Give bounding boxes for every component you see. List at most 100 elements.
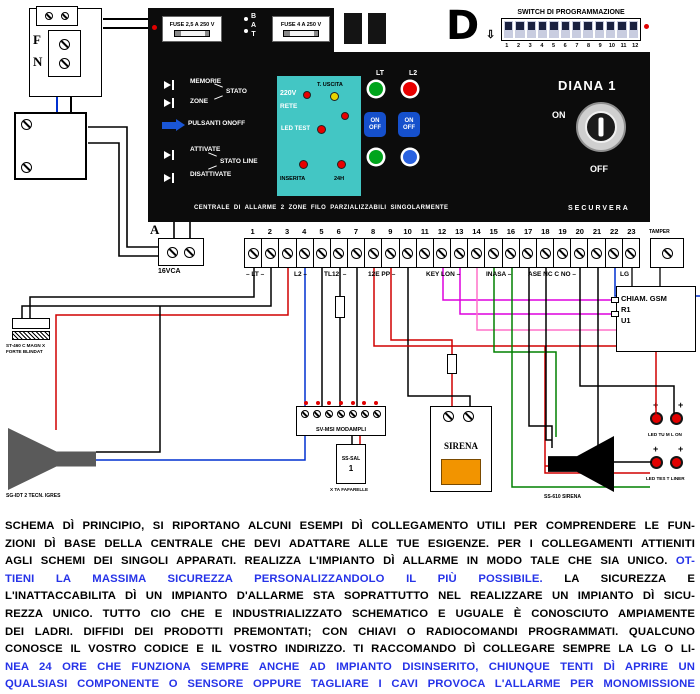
screw-icon (264, 247, 276, 259)
terminal (365, 239, 383, 267)
rete-label: RETE (280, 103, 298, 110)
dip-switch (594, 21, 604, 38)
module-terminals (301, 410, 381, 418)
screw-icon (333, 247, 345, 259)
transformer-box (14, 112, 87, 180)
mains-terminal-block (48, 30, 81, 77)
terminal-number: 3 (284, 227, 290, 236)
bracket-line (208, 152, 217, 157)
wires (21, 18, 700, 488)
remote-led (670, 456, 683, 469)
mains-connector (36, 6, 78, 26)
dip-switch-knob (561, 22, 569, 30)
memorie-label: MEMORIE (190, 78, 222, 85)
terminal (588, 239, 606, 267)
bat-letter: B (251, 13, 257, 20)
attivate-label: ATTIVATE (190, 146, 221, 153)
gsm-text-line: CHIAM. GSM (621, 294, 667, 303)
24h-led (337, 160, 346, 169)
dip-switch (537, 21, 548, 38)
dip-switch-block (501, 18, 641, 41)
sssal-number: 1 (348, 463, 354, 473)
screw-icon (402, 247, 414, 259)
led-symbol-icon (164, 80, 177, 90)
dip-number: 8 (587, 43, 591, 49)
sirena-box: SIRENA (430, 406, 492, 492)
screw-icon (59, 57, 70, 69)
zone-label: ZONE (190, 98, 209, 105)
sirena-label: SIRENA (443, 441, 478, 451)
fuse-holder-2: FUSE 4 A 250 V (272, 16, 330, 42)
terminal-number: 21 (592, 227, 602, 236)
terminal-number: 18 (541, 227, 550, 236)
vca-label: 16VCA (158, 268, 181, 275)
footer-line: DEI LADRI. DIFFIDI DEI PRODOTTI PREMONTA… (5, 625, 695, 638)
terminal-function-label: LG (620, 271, 630, 278)
dip-switch (605, 21, 616, 38)
terminal-function-label: INASA – (486, 271, 512, 278)
plus-icon: + (678, 400, 684, 410)
220v-label: 220V (280, 90, 297, 97)
screw-icon (661, 247, 673, 259)
magnet-bar (12, 331, 50, 340)
dip-switch (515, 21, 525, 38)
dip-switch (583, 21, 593, 38)
terminal-function-label: L2 – (294, 271, 308, 278)
dip-switch (617, 21, 627, 38)
terminal-number: 23 (627, 227, 636, 236)
lt-label: LT (376, 70, 385, 77)
dip-switch-knob (618, 22, 626, 30)
module-dots (304, 401, 378, 405)
zone2-onoff-button: ON OFF (398, 112, 420, 137)
dip-switch-knob (595, 22, 603, 30)
screw-icon (453, 247, 465, 259)
module-led (304, 401, 308, 405)
bracket-line (208, 165, 217, 170)
screw-icon (470, 247, 482, 259)
bat-terminal (244, 17, 248, 21)
dip-number: 7 (575, 43, 579, 49)
screw-icon (167, 246, 178, 258)
screw-icon (367, 247, 379, 259)
terminal-number: 4 (302, 227, 307, 236)
terminal-function-label: KEY LON – (426, 271, 461, 278)
key-on-label: ON (552, 110, 566, 120)
dip-switch-knob (606, 22, 615, 30)
gsm-text-line: R1 (621, 305, 631, 314)
terminal (330, 239, 349, 267)
terminal-number: 11 (420, 227, 429, 236)
screw-icon (463, 411, 474, 422)
stato-label: STATO (226, 88, 247, 95)
footer-line: CONOSCE IL VOSTRO CODICE E IL VOSTRO IND… (5, 643, 695, 656)
status-led (341, 112, 349, 120)
on-label: ON (404, 117, 414, 124)
terminal (296, 239, 314, 267)
screw-icon (316, 247, 328, 259)
terminal-number: 1 (250, 227, 255, 236)
terminal (536, 239, 555, 267)
screw-icon (337, 410, 345, 418)
terminal-function-labels: – LT –L2 –TL12I –12E PP –KEY LON –INASA … (0, 271, 700, 281)
zone1-led (369, 82, 383, 96)
module-label: SV-MSI MODAMPLI (315, 427, 367, 433)
screw-icon (522, 247, 534, 259)
led-symbol-icon (164, 173, 177, 183)
footer-line: L'INATTACCABILITA DÌ UN IMPIANTO D'ALLAR… (5, 590, 695, 603)
screw-icon (419, 247, 431, 259)
screw-icon (373, 410, 381, 418)
terminal (348, 239, 366, 267)
plus-icon: + (653, 444, 659, 454)
screw-icon (21, 119, 32, 130)
terminal (502, 239, 520, 267)
terminal-number: 16 (506, 227, 516, 236)
resistor (335, 296, 345, 318)
screw-icon (361, 410, 369, 418)
dip-number: 9 (598, 43, 602, 49)
neutral-label: N (33, 54, 43, 69)
off-label: OFF (369, 124, 381, 131)
status-led (644, 24, 649, 29)
